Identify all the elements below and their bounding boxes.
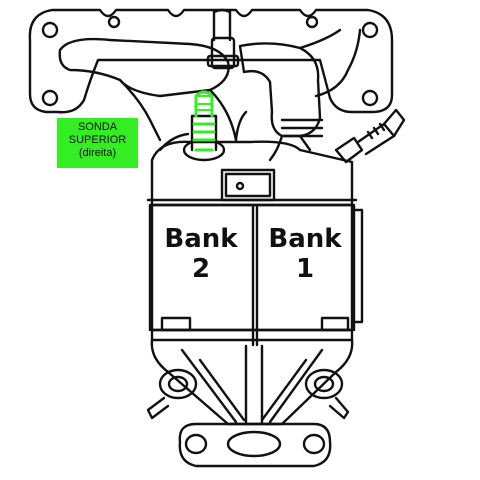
sensor-label-line3: (direita) — [78, 147, 117, 159]
bank-2-label: Bank 2 — [163, 224, 239, 284]
pipe-clamp — [206, 8, 240, 70]
bank-1-word: Bank — [268, 224, 342, 254]
outlet-flange — [178, 422, 332, 468]
heat-shield-upper — [220, 168, 276, 202]
bank-1-label: Bank 1 — [267, 224, 343, 284]
upper-sensor-callout: SONDA SUPERIOR (direita) — [57, 118, 138, 168]
converter-inlet-cone — [150, 110, 354, 207]
right-oxygen-sensor — [334, 108, 406, 164]
converter-outlet-cone — [150, 338, 354, 426]
exhaust-runners — [58, 28, 362, 162]
bank-1-number: 1 — [295, 254, 315, 284]
manifold-flange — [28, 8, 394, 114]
sensor-label-line2: SUPERIOR — [68, 134, 127, 146]
lower-sensor-bosses — [146, 368, 350, 420]
upper-oxygen-sensor — [182, 90, 226, 162]
sensor-label-line1: SONDA — [77, 121, 118, 133]
bank-2-number: 2 — [191, 254, 211, 284]
bank-2-word: Bank — [164, 224, 238, 254]
